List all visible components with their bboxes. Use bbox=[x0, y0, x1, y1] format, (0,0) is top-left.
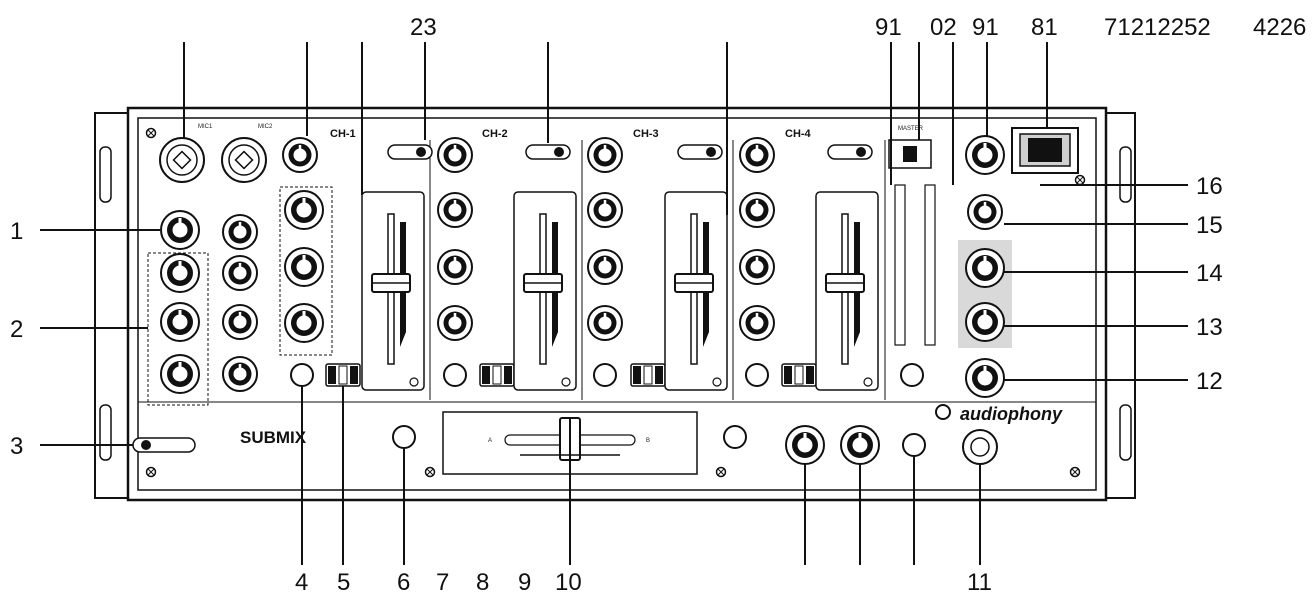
callout-bottom-4: 4 bbox=[295, 569, 308, 596]
callout-right-14: 14 bbox=[1196, 260, 1223, 287]
crossfader-b-label: B bbox=[646, 438, 650, 444]
brand-logo: audiophony bbox=[960, 404, 1063, 424]
callout-left-2: 2 bbox=[10, 316, 23, 343]
channel-strips bbox=[279, 136, 879, 391]
bottom-section: SUBMIX A B audiophony bbox=[132, 404, 1063, 475]
channel-label-2: CH-2 bbox=[482, 128, 508, 140]
callout-numbers: 23 91 02 91 81 71212252 4226 1 2 3 16 15… bbox=[10, 14, 1306, 596]
channel-labels: CH-1 CH-2 CH-3 CH-4 bbox=[330, 128, 812, 140]
callout-bottom-11: 11 bbox=[967, 569, 992, 596]
callout-bottom-10: 10 bbox=[555, 569, 582, 596]
channel-label-1: CH-1 bbox=[330, 128, 356, 140]
leader-lines bbox=[40, 42, 1188, 565]
crossfader-a-label: A bbox=[488, 438, 492, 444]
master-label: MASTER bbox=[898, 126, 924, 132]
model-logo: SUBMIX bbox=[240, 428, 307, 447]
callout-top-91b: 91 bbox=[972, 14, 999, 41]
callout-right-15: 15 bbox=[1196, 212, 1223, 239]
callout-top-91a: 91 bbox=[875, 14, 902, 41]
callout-bottom-9: 9 bbox=[518, 569, 531, 596]
callout-top-23: 23 bbox=[410, 14, 437, 41]
callout-bottom-8: 8 bbox=[476, 569, 489, 596]
channel-label-3: CH-3 bbox=[633, 128, 659, 140]
mic1-label: MIC1 bbox=[198, 124, 213, 130]
mic2-label: MIC2 bbox=[258, 124, 273, 130]
callout-right-12: 12 bbox=[1196, 368, 1223, 395]
callout-top-81: 81 bbox=[1031, 14, 1058, 41]
callout-top-4226: 4226 bbox=[1253, 14, 1306, 41]
callout-top-02: 02 bbox=[930, 14, 957, 41]
callout-left-1: 1 bbox=[10, 218, 23, 245]
callout-bottom-5: 5 bbox=[337, 569, 350, 596]
mic-inputs: MIC1 MIC2 bbox=[159, 124, 273, 183]
callout-bottom-7: 7 bbox=[436, 569, 449, 596]
master-section: MASTER bbox=[888, 126, 1079, 399]
callout-top-71212252: 71212252 bbox=[1104, 14, 1211, 41]
callout-left-3: 3 bbox=[10, 433, 23, 460]
callout-bottom-6: 6 bbox=[397, 569, 410, 596]
callout-right-13: 13 bbox=[1196, 314, 1223, 341]
callout-right-16: 16 bbox=[1196, 173, 1223, 200]
channel-label-4: CH-4 bbox=[785, 128, 812, 140]
